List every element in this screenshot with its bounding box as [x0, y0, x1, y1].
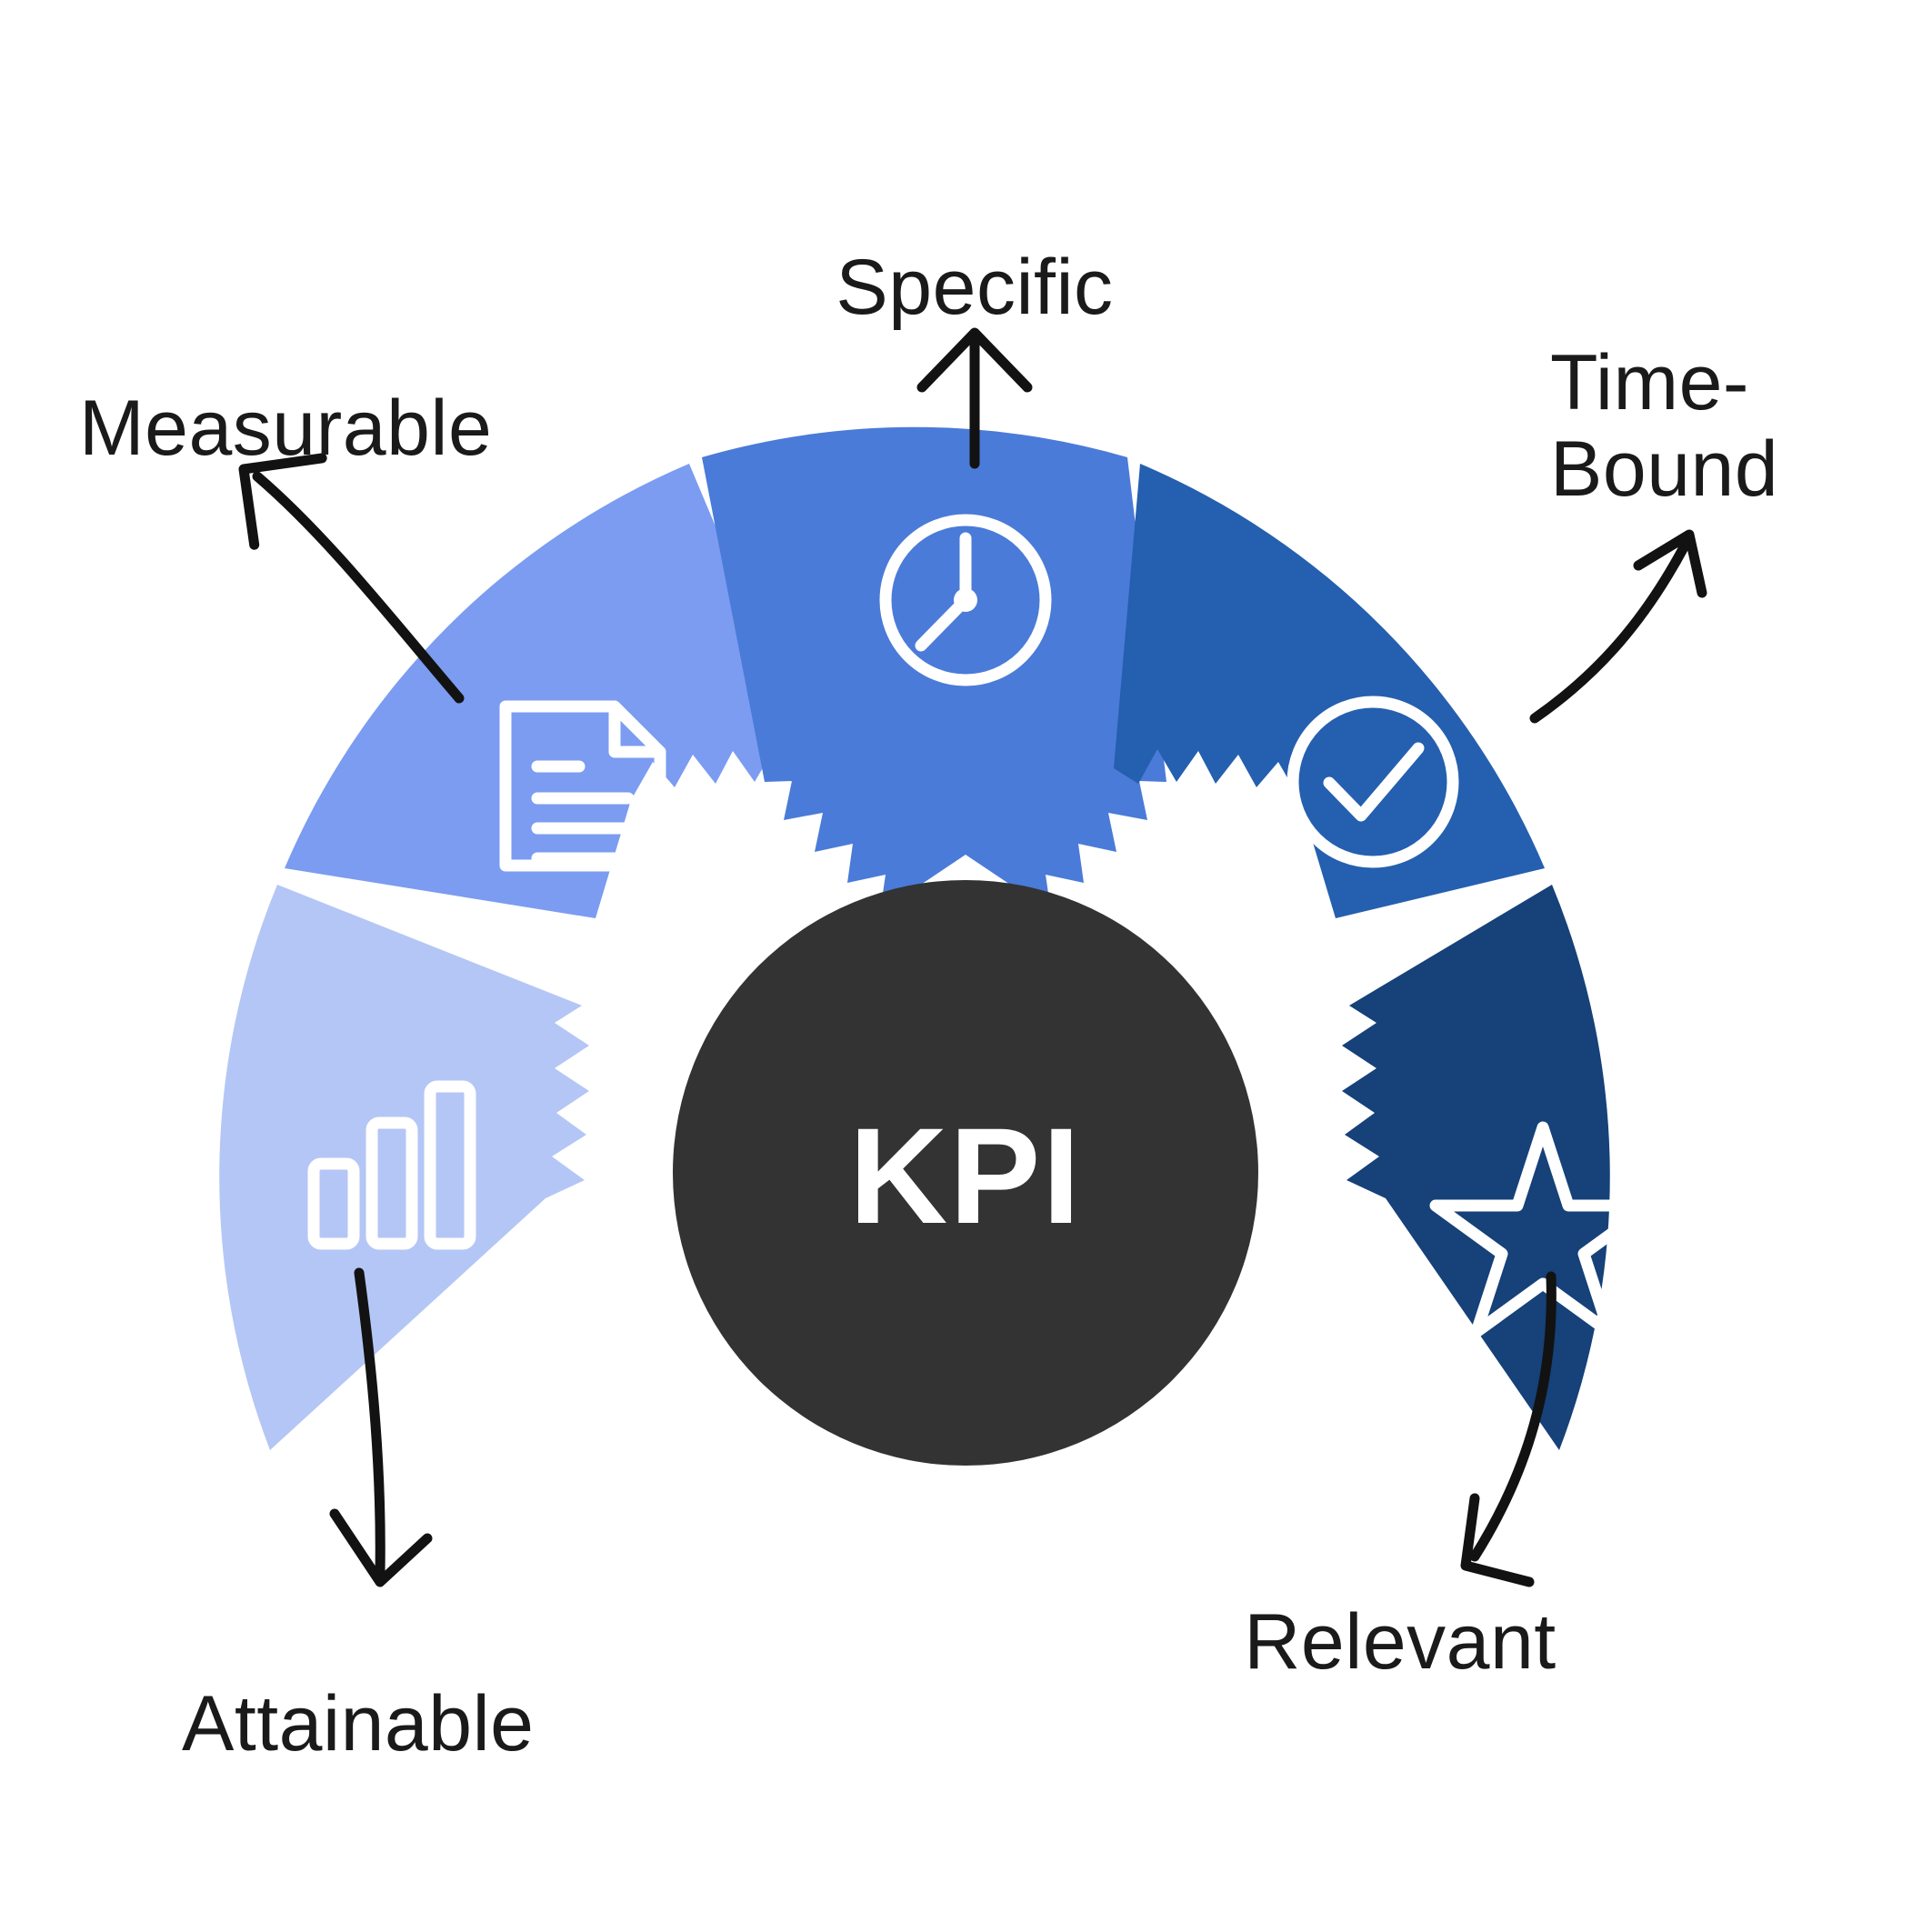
- arrow-specific: [916, 327, 1033, 469]
- segment-time-bound[interactable]: [1114, 464, 1545, 918]
- center-hub-circle[interactable]: [673, 880, 1258, 1466]
- arrow-attainable: [329, 1267, 433, 1587]
- label-specific: Specific: [836, 244, 1113, 331]
- segment-measurable-shape[interactable]: [285, 464, 817, 918]
- label-relevant: Relevant: [1244, 1598, 1556, 1686]
- segment-attainable-shape[interactable]: [219, 885, 589, 1450]
- center-hub[interactable]: KPI: [673, 880, 1258, 1466]
- arrow-time-bound: [1529, 529, 1707, 724]
- arrow-relevant: [1460, 1271, 1557, 1587]
- label-measurable: Measurable: [79, 385, 492, 472]
- arrow-measurable: [238, 453, 465, 704]
- clock-icon: [879, 514, 1052, 686]
- center-label-kpi: KPI: [849, 1099, 1082, 1252]
- segment-measurable[interactable]: [285, 464, 817, 918]
- segment-relevant[interactable]: [1342, 885, 1657, 1450]
- document-icon: [499, 700, 666, 872]
- label-time-bound-line1: Time-: [1550, 339, 1749, 426]
- segment-time-bound-shape[interactable]: [1114, 464, 1545, 918]
- check-circle-icon: [1286, 696, 1459, 868]
- segment-relevant-shape[interactable]: [1342, 885, 1610, 1450]
- label-time-bound-line2: Bound: [1550, 425, 1778, 513]
- segment-attainable[interactable]: [219, 885, 589, 1450]
- segment-specific[interactable]: [702, 426, 1166, 912]
- bar-chart-icon: [307, 1080, 476, 1250]
- star-icon: [1429, 1121, 1657, 1338]
- label-attainable: Attainable: [182, 1680, 535, 1767]
